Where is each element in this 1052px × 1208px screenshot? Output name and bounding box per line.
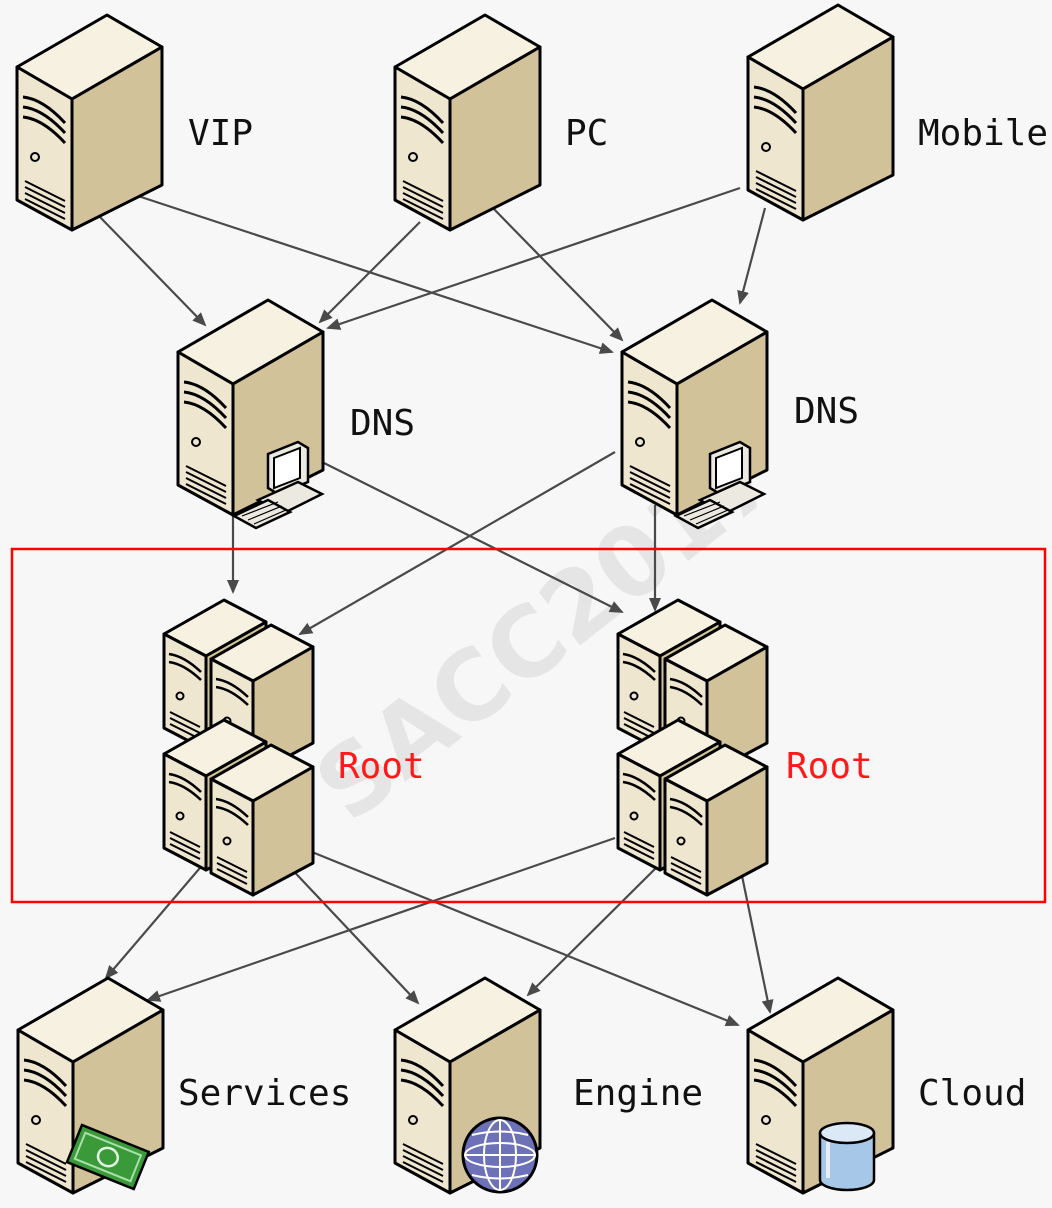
server-icon [393,13,542,232]
edge-mobile-dns-left [326,186,741,330]
node-label-mobile: Mobile [918,113,1048,154]
node-root-right: Root [616,598,873,897]
database-icon [818,1121,876,1192]
node-engine: Engine [393,976,703,1195]
server-icon [746,3,895,222]
edges [97,186,774,1027]
node-label-services: Services [178,1073,351,1114]
node-dns-right: DNS [620,298,859,530]
node-vip: VIP [15,13,253,232]
money-bill-icon [65,1123,151,1191]
node-label-vip: VIP [188,113,253,154]
node-root-left: Root [162,598,425,897]
edge-root-left-services [104,861,206,980]
node-label-pc: PC [565,113,608,154]
node-dns-left: DNS [176,298,415,530]
node-label-dns-right: DNS [794,391,859,432]
node-cloud: Cloud [746,976,1026,1195]
edge-root-right-engine [526,861,663,997]
edge-root-left-cloud [311,850,740,1027]
node-label-root-left: Root [338,746,425,787]
edge-vip-dns-right [134,193,614,354]
node-label-cloud: Cloud [918,1073,1026,1114]
node-label-engine: Engine [573,1073,703,1114]
node-mobile: Mobile [746,3,1048,222]
edge-vip-dns-left [97,214,207,327]
edge-pc-dns-left [318,221,421,324]
node-pc: PC [393,13,608,232]
edge-root-right-cloud [738,865,774,1014]
edge-dns-left-root-right [321,461,624,613]
edge-pc-dns-right [489,204,624,342]
edge-root-right-services [146,836,616,1002]
root-layer-highlight-box [10,547,1047,904]
globe-icon [461,1116,539,1194]
edge-mobile-dns-right [737,207,767,305]
edge-dns-right-root-left [298,451,616,636]
edge-root-left-engine [284,861,420,1005]
node-label-dns-left: DNS [350,403,415,444]
node-label-root-right: Root [786,746,873,787]
node-services: Services [16,976,351,1195]
